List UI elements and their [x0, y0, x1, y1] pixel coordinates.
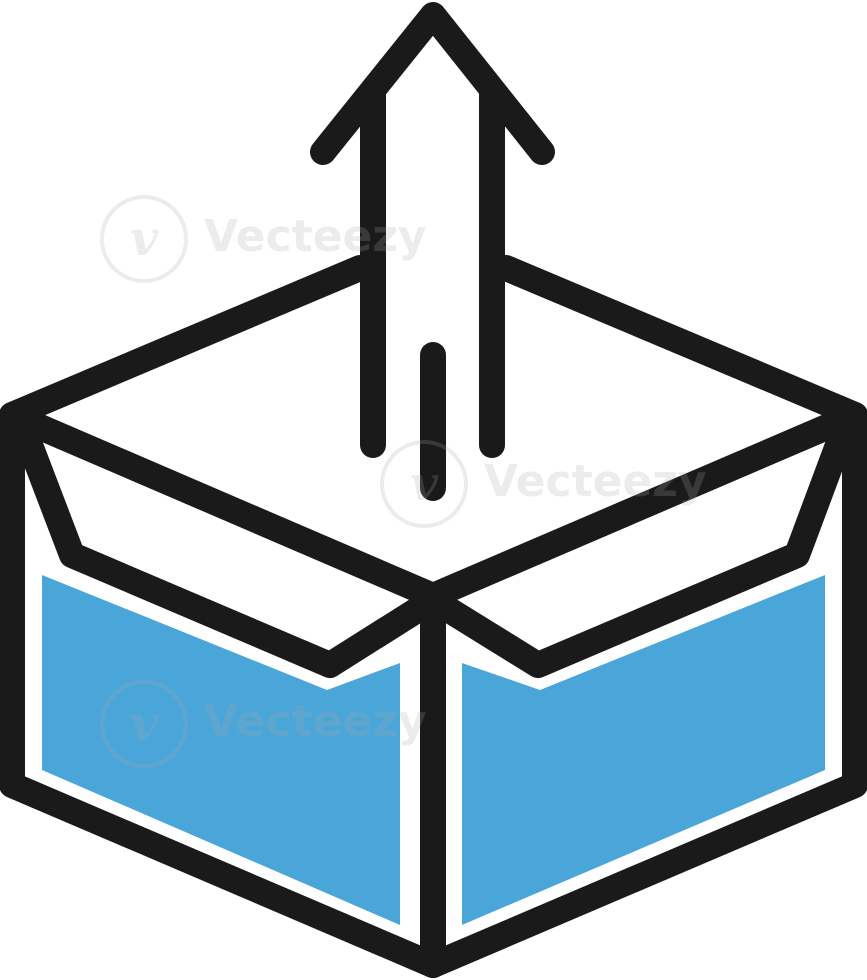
box-left-flap: [17, 432, 446, 678]
box-left-side: [0, 402, 446, 978]
box-right-flap: [420, 432, 851, 678]
box-right-side: [420, 402, 867, 978]
box-right-panel-fill: [462, 575, 825, 925]
box-left-panel-fill: [42, 575, 400, 925]
arrow-head: [310, 2, 555, 165]
